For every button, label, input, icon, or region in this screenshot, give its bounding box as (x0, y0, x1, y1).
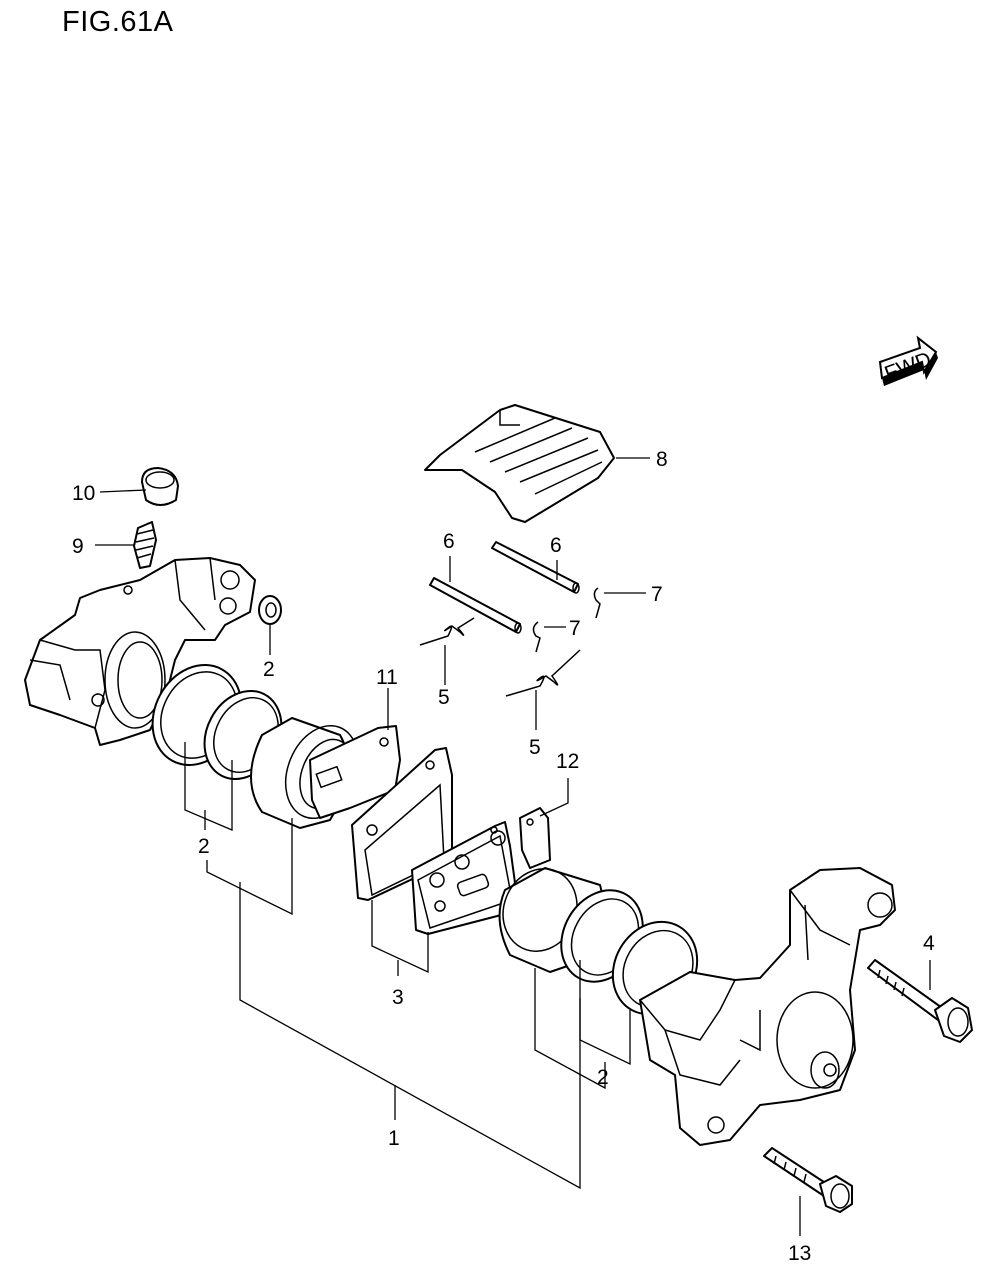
callout-9: 9 (72, 535, 84, 558)
callout-2c: 2 (597, 1066, 609, 1089)
mounting-bolt-lower (763, 1147, 853, 1213)
pad-pin-upper (491, 541, 580, 594)
callout-2b: 2 (198, 835, 210, 858)
callout-4: 4 (923, 932, 935, 955)
pin-clip-upper (593, 587, 601, 619)
caliper-half-right (639, 867, 896, 1146)
bleeder-valve (133, 521, 157, 569)
pin-clip-lower (532, 621, 541, 653)
pad-spring-plate (424, 404, 615, 523)
callout-2a: 2 (263, 658, 275, 681)
callout-13: 13 (788, 1242, 811, 1265)
callout-11: 11 (376, 666, 398, 689)
caliper-half-left (24, 557, 256, 746)
pad-pin-lower (429, 577, 522, 634)
callout-10: 10 (72, 482, 95, 505)
callout-6a: 6 (443, 530, 455, 553)
callout-8: 8 (656, 448, 668, 471)
anti-rattle-spring-left (419, 617, 475, 646)
washer-seal (258, 595, 282, 625)
anti-rattle-spring-right (505, 649, 581, 697)
callout-6b: 6 (550, 534, 562, 557)
figure-title: FIG.61A (62, 6, 174, 38)
callout-7a: 7 (651, 583, 663, 606)
callout-5a: 5 (438, 686, 450, 709)
fwd-arrow-icon: FWD (878, 335, 938, 386)
callout-7b: 7 (569, 617, 581, 640)
callout-12: 12 (556, 750, 579, 773)
bleeder-cap (141, 467, 179, 506)
pad-shim-right (519, 807, 551, 869)
callout-labels: 8 10 9 6 6 7 7 2 5 5 11 12 2 3 4 2 1 13 (72, 448, 935, 1265)
leader-lines (95, 457, 931, 1236)
callout-1: 1 (388, 1127, 400, 1150)
callout-5b: 5 (529, 736, 541, 759)
callout-3: 3 (392, 986, 404, 1009)
mounting-bolt-upper (867, 959, 973, 1043)
